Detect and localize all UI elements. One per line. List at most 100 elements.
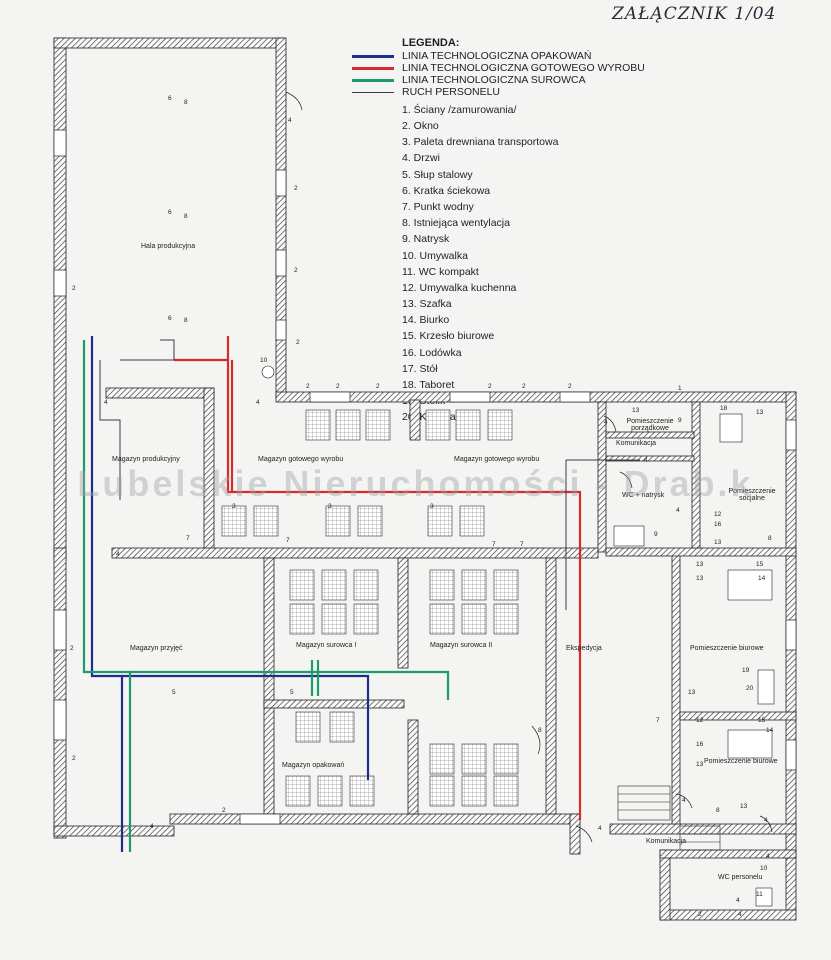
wall-office-v — [671, 551, 681, 825]
legend-item: 11. WC kompakt — [402, 265, 479, 278]
pallet-symbol — [349, 775, 375, 807]
pallet-symbol — [285, 775, 311, 807]
window — [275, 249, 287, 277]
wall-office-h0 — [605, 547, 797, 557]
plan-ref-number: 10 — [760, 865, 768, 872]
office-desk — [727, 569, 773, 601]
plan-ref-number: 13 — [714, 539, 722, 546]
window — [275, 169, 287, 197]
pallet-symbol — [353, 569, 379, 601]
flow-raw — [82, 340, 132, 852]
door-swing — [575, 825, 593, 843]
legend-line-packaging: LINIA TECHNOLOGICZNA OPAKOWAŃ — [352, 50, 652, 62]
door-swing — [675, 793, 693, 809]
window — [309, 391, 351, 403]
door-swing — [619, 471, 633, 489]
room-label-porzadkowe: Pomieszczenie porządkowe — [626, 418, 674, 432]
wall-prod-top — [105, 387, 215, 399]
window — [785, 739, 797, 771]
doors — [285, 91, 773, 843]
legend-item: 10. Umywalka — [402, 249, 468, 262]
legend-line-finished-product: LINIA TECHNOLOGICZNA GOTOWEGO WYROBU — [352, 62, 652, 74]
office-desk — [727, 729, 773, 759]
room-label-komunikacja2: Komunikacja — [646, 838, 687, 845]
legend-line-label: LINIA TECHNOLOGICZNA OPAKOWAŃ — [402, 49, 592, 62]
plan-ref-number: 12 — [714, 511, 722, 518]
plan-ref-number: 7 — [492, 541, 496, 548]
flow-packaging — [90, 336, 124, 852]
wall-soc-v — [691, 401, 701, 549]
plan-ref-number: 13 — [756, 409, 764, 416]
plan-ref-number: 6 — [168, 315, 172, 322]
plan-ref-number: 1 — [678, 385, 682, 392]
wall-bottom-mid — [169, 813, 581, 825]
door-swing — [759, 815, 773, 833]
legend-item: 17. Stół — [402, 362, 438, 375]
door-swing — [531, 725, 541, 755]
pallet-symbol — [493, 743, 519, 775]
room-label-mag-przyjec: Magazyn przyjęć — [130, 645, 183, 652]
pallet-symbol — [253, 505, 279, 537]
watermark: Lubelskie Nieruchomości - Drab.k — [77, 463, 754, 504]
room-label-wc-personelu: WC personelu — [718, 874, 763, 881]
room-label-mag-opak: Magazyn opakowań — [282, 762, 345, 769]
wall-wc-h — [605, 455, 695, 462]
legend-item: 5. Słup stalowy — [402, 168, 473, 181]
plan-ref-number: 4 — [682, 797, 686, 804]
plan-ref-number: 4 — [736, 897, 740, 904]
pallet-symbol — [459, 505, 485, 537]
room-label-socjalne: Pomieszczenie socjalne — [728, 488, 776, 502]
plan-ref-number: 2 — [294, 185, 298, 192]
window — [53, 129, 67, 157]
plan-ref-number: 4 — [150, 823, 154, 830]
plan-ref-number: 13 — [688, 689, 696, 696]
plan-ref-number: 7 — [656, 717, 660, 724]
wall-wc-bottom — [659, 909, 797, 921]
pallet-symbol — [295, 711, 321, 743]
wall-bottom-step — [569, 813, 581, 855]
pallet-symbol — [425, 409, 451, 441]
pallet-symbol — [493, 569, 519, 601]
wall-porz-h — [605, 431, 695, 439]
legend-item: 18. Taboret — [402, 379, 455, 392]
wall-storage-a — [263, 557, 275, 815]
plan-ref-number: 15 — [756, 561, 764, 568]
wc-bowl — [755, 887, 773, 907]
legend-swatch-raw-material — [352, 78, 394, 82]
pallet-symbol — [455, 409, 481, 441]
pallet-symbol — [353, 603, 379, 635]
plan-ref-number: 6 — [168, 95, 172, 102]
legend-item: 7. Punkt wodny — [402, 200, 474, 213]
plan-ref-number: 13 — [740, 803, 748, 810]
plan-ref-number: 3 — [328, 503, 332, 510]
plan-ref-number: 4 — [676, 507, 680, 514]
plan-ref-number: 2 — [488, 383, 492, 390]
wall-bottom-left — [53, 825, 175, 837]
plan-ref-number: 8 — [768, 535, 772, 542]
plan-ref-number: 14 — [766, 727, 774, 734]
legend-item: 13. Szafka — [402, 298, 452, 311]
plan-ref-number: 8 — [184, 213, 188, 220]
plan-ref-number: 2 — [70, 645, 74, 652]
plan-ref-number: 4 — [256, 399, 260, 406]
wall-hala-right — [275, 37, 287, 399]
plan-ref-number: 13 — [696, 761, 704, 768]
legend-item: 3. Paleta drewniana transportowa — [402, 136, 559, 149]
wall-office-h1 — [679, 711, 797, 721]
plan-ref-number: 19 — [742, 667, 750, 674]
pallet-symbol — [289, 569, 315, 601]
pallet-symbol — [429, 569, 455, 601]
plan-ref-number: 2 — [336, 383, 340, 390]
plan-ref-number: 9 — [654, 531, 658, 538]
plan-ref-number: 13 — [696, 575, 704, 582]
pallet-symbol — [429, 775, 455, 807]
window — [53, 699, 67, 741]
plan-ref-number: 4 — [764, 817, 768, 824]
legend-item: 16. Lodówka — [402, 346, 462, 359]
plan-ref-number: 2 — [522, 383, 526, 390]
room-label-biurowe2: Pomieszczenie biurowe — [704, 758, 778, 765]
legend-item: 15. Krzesło biurowe — [402, 330, 495, 343]
legend-line-label: LINIA TECHNOLOGICZNA SUROWCA — [402, 73, 586, 86]
wall-main-top — [275, 391, 797, 403]
